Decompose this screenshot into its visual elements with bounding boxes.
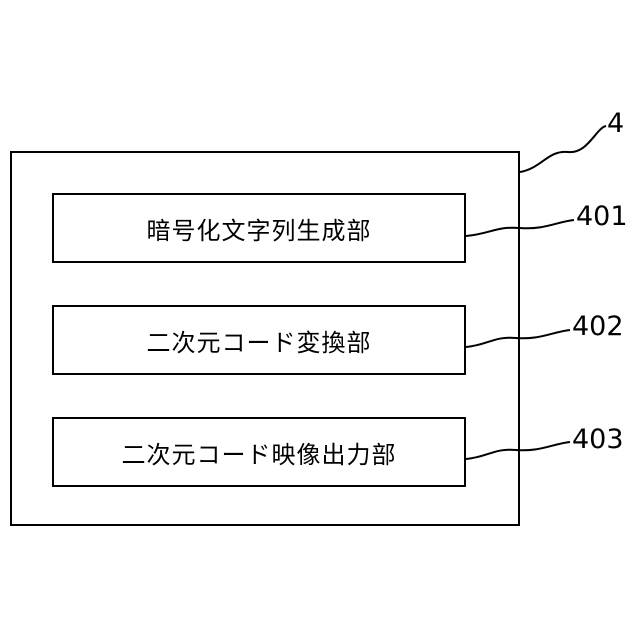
reference-number-4: 4 [607,108,624,139]
leader-line-4 [520,126,606,172]
reference-number-403: 403 [572,424,624,455]
leader-line-403 [466,442,570,459]
leader-line-402 [466,330,570,347]
reference-number-402: 402 [572,311,624,342]
leader-line-401 [466,220,574,236]
reference-number-401: 401 [576,201,628,232]
